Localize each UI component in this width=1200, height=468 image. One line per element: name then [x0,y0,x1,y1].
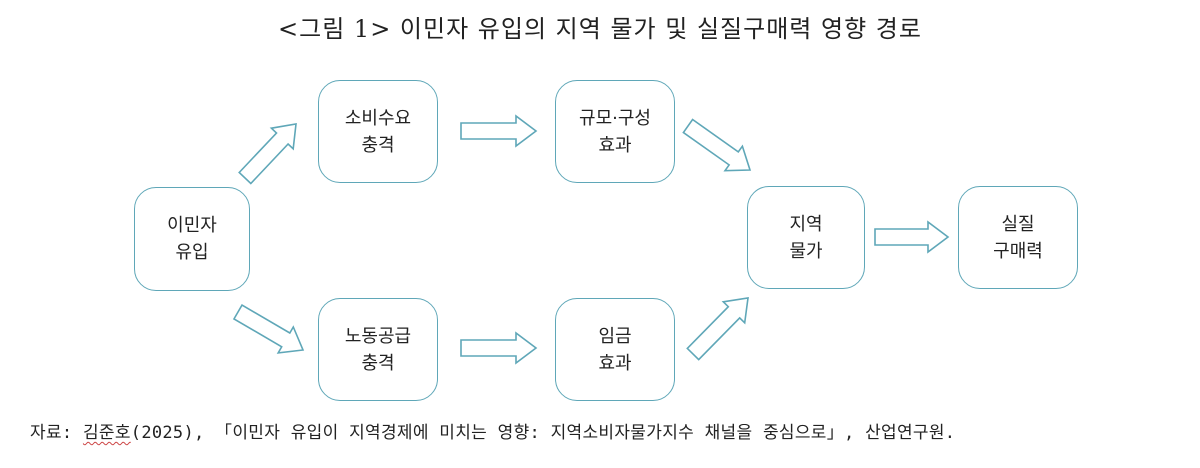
node-price-line1: 지역 [789,213,823,235]
node-labor-line2: 충격 [361,352,395,374]
arrow-price-to-real [874,220,950,254]
node-labor-line1: 노동공급 [344,325,412,347]
node-scale-line2: 효과 [598,134,632,156]
figure-title: <그림 1> 이민자 유입의 지역 물가 및 실질구매력 영향 경로 [278,15,922,43]
node-consumption-line2: 충격 [361,134,395,156]
source-note: 자료: 김준호(2025), 「이민자 유입이 지역경제에 미치는 영향: 지역… [30,418,955,443]
node-scale-line1: 규모·구성 [579,107,651,129]
arrow-immigration-to-consumption [238,123,297,185]
node-real-line2: 구매력 [993,240,1043,262]
arrow-labor-to-wage [460,331,538,365]
arrow-scale-to-price [682,118,752,172]
node-wage-line1: 임금 [598,325,632,347]
arrow-wage-to-price [686,297,749,361]
source-author: 김준호 [82,423,131,443]
node-wage-line2: 효과 [598,352,632,374]
node-immigration-line2: 유입 [175,242,209,263]
source-rest: (2025), 「이민자 유입이 지역경제에 미치는 영향: 지역소비자물가지수… [130,423,956,443]
arrow-consumption-to-scale [460,114,538,148]
arrow-immigration-to-labor [232,304,305,354]
node-price-line2: 물가 [789,240,823,262]
node-immigration-line1: 이민자 [167,215,217,236]
source-prefix: 자료: [30,423,83,443]
node-consumption-line1: 소비수요 [344,107,412,129]
node-real-line1: 실질 [1001,213,1035,235]
